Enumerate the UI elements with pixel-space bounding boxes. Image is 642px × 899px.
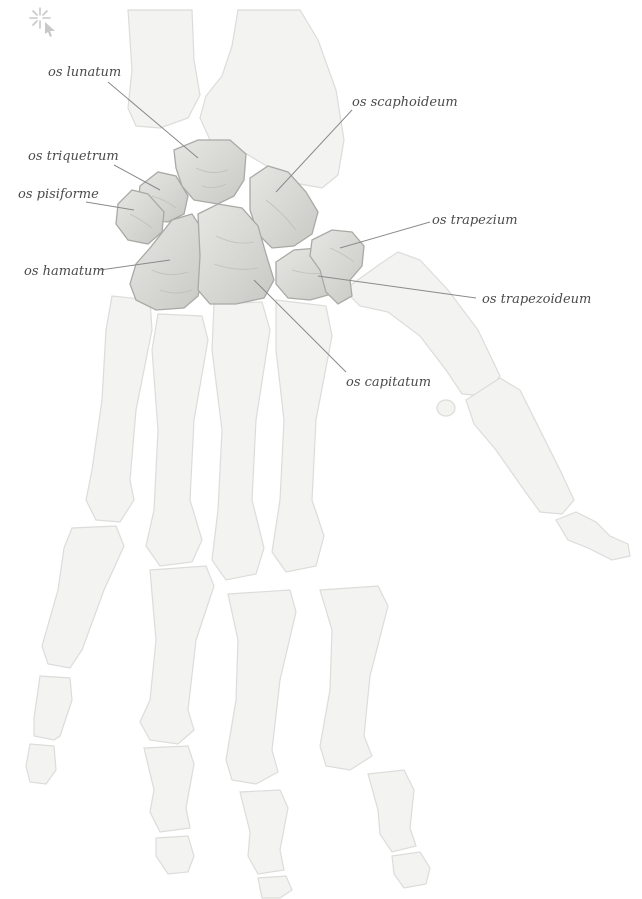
digit-4-bones	[140, 314, 214, 874]
label-os-pisiforme: os pisiforme	[18, 187, 99, 202]
sparkle-cursor-icon[interactable]	[30, 8, 55, 37]
label-os-lunatum: os lunatum	[48, 65, 121, 80]
ulna-bone	[128, 10, 200, 128]
digit-5-bones	[26, 296, 152, 784]
label-os-capitatum: os capitatum	[346, 375, 431, 390]
label-os-trapezium: os trapezium	[432, 213, 518, 228]
label-os-trapezoideum: os trapezoideum	[482, 292, 591, 307]
label-os-triquetrum: os triquetrum	[28, 149, 119, 164]
label-os-scaphoideum: os scaphoideum	[352, 95, 458, 110]
label-os-hamatum: os hamatum	[24, 264, 105, 279]
